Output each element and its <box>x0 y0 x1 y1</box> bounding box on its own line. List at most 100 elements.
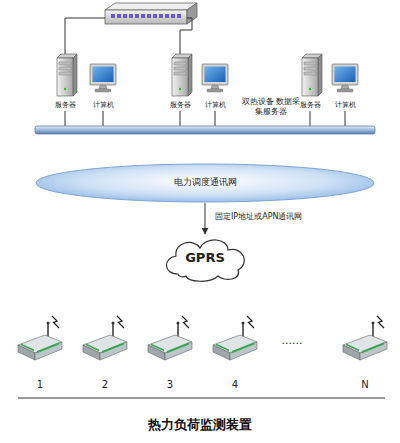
signal-bolt <box>52 316 59 328</box>
drive-bay <box>304 72 316 75</box>
terminal-strip <box>167 342 189 353</box>
network-link <box>205 203 206 234</box>
signal-bolt <box>117 316 124 328</box>
device-caption: 计算机 <box>187 102 243 110</box>
terminal-strip <box>21 344 34 352</box>
switch-cable <box>180 18 192 54</box>
server-side <box>188 54 192 96</box>
unit-number: 4 <box>198 379 272 390</box>
monitor-frame <box>202 64 228 85</box>
computer-node: 计算机 <box>87 52 119 110</box>
ellipsis-mark: ...... <box>272 334 312 348</box>
bus-drop <box>180 111 181 126</box>
monitor-base <box>337 89 353 92</box>
unit-number: 2 <box>68 379 142 390</box>
terminal-strip <box>362 342 384 353</box>
unit-side <box>100 342 127 360</box>
monitor-unit: 2 <box>80 315 130 390</box>
server-front <box>302 58 318 96</box>
monitor-base <box>95 89 111 92</box>
monitor-unit: N <box>340 315 390 390</box>
terminal-strip <box>346 344 359 352</box>
network-ellipse: 电力调度通讯网 <box>35 163 375 203</box>
terminal-strip <box>216 344 229 352</box>
monitor-unit: 1 <box>15 315 65 390</box>
monitor-screen <box>93 67 114 83</box>
computer-node: 计算机 <box>199 52 231 110</box>
diagram-caption: 热力负荷监测装置 <box>0 416 400 434</box>
drive-bay <box>174 72 186 75</box>
switch-port <box>159 14 163 18</box>
device-caption: 服务器 <box>153 102 207 110</box>
drive-bay <box>59 67 71 70</box>
network-bus <box>35 126 375 134</box>
device-caption: 计算机 <box>317 102 373 110</box>
switch-port <box>177 14 181 18</box>
monitor-screen <box>205 67 226 83</box>
unit-number: N <box>328 379 400 390</box>
device-icon <box>145 315 195 390</box>
switch-port <box>129 14 133 18</box>
server-front <box>172 58 188 96</box>
computer-node: 计算机 <box>329 52 361 110</box>
bus-drop <box>310 111 311 126</box>
switch-port <box>153 14 157 18</box>
unit-side <box>360 342 387 360</box>
switch-port <box>141 14 145 18</box>
device-caption: 计算机 <box>75 102 131 110</box>
bus-drop <box>65 111 66 126</box>
switch-cable <box>65 18 105 54</box>
drive-bay <box>59 62 71 65</box>
switch-top <box>105 3 197 10</box>
device-icon <box>15 315 65 390</box>
server-side <box>73 54 77 96</box>
signal-bolt <box>182 316 189 328</box>
monitor-base <box>207 89 223 92</box>
unit-side <box>165 342 192 360</box>
monitor-unit: 4 <box>210 315 260 390</box>
antenna-tip <box>177 322 180 325</box>
device-icon <box>80 315 130 390</box>
switch-port <box>171 14 175 18</box>
antenna-tip <box>372 322 375 325</box>
pc-icon <box>87 52 119 110</box>
pc-icon <box>329 52 361 110</box>
unit-number: 3 <box>133 379 207 390</box>
drive-bay <box>304 62 316 65</box>
server-front <box>57 58 73 96</box>
bus-drop <box>215 111 216 126</box>
monitor-frame <box>332 64 358 85</box>
monitor-stand <box>341 85 349 89</box>
network-cloud: GPRS <box>158 234 252 282</box>
terminal-strip <box>37 342 59 353</box>
monitor-stand <box>99 85 107 89</box>
drive-bay <box>304 67 316 70</box>
server-icon <box>165 52 195 110</box>
switch-port <box>111 14 115 18</box>
monitor-unit: 3 <box>145 315 195 390</box>
device-icon <box>340 315 390 390</box>
bus-drop <box>345 111 346 126</box>
antenna-tip <box>242 322 245 325</box>
network-name: 电力调度通讯网 <box>23 178 387 188</box>
terminal-strip <box>102 342 124 353</box>
link-label: 固定IP地址或APN通讯网 <box>215 212 302 222</box>
drive-bay <box>59 72 71 75</box>
unit-side <box>35 342 62 360</box>
baseline-rule <box>18 397 385 398</box>
power-led <box>179 88 181 90</box>
monitor-screen <box>335 67 356 83</box>
server-node: 服务器 <box>50 52 80 110</box>
drive-bay <box>174 67 186 70</box>
switch-port <box>147 14 151 18</box>
device-icon <box>210 315 260 390</box>
device-caption: 服务器 <box>38 102 92 110</box>
server-group-note: 双热设备 数据采集服务器 <box>240 97 302 118</box>
signal-bolt <box>377 316 384 328</box>
pc-icon <box>199 52 231 110</box>
monitor-stand <box>211 85 219 89</box>
server-icon <box>50 52 80 110</box>
signal-bolt <box>247 316 254 328</box>
